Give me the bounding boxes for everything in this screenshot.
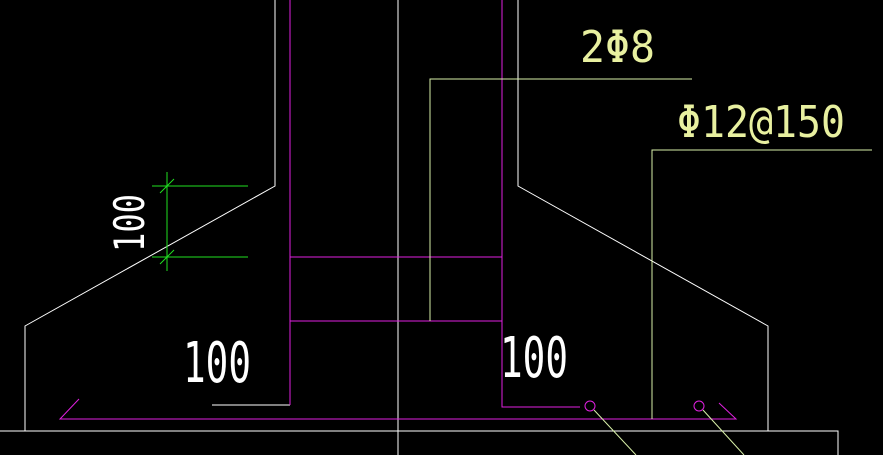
leader-lines: [429, 78, 872, 455]
rebar-group: [58, 0, 738, 420]
rebar-dot-1: [584, 400, 596, 412]
column-bar-right: [501, 0, 580, 408]
dimension-vertical: [152, 172, 248, 271]
rebar-dot-2: [693, 400, 705, 412]
dim-text-left-100: 100: [183, 331, 251, 396]
concrete-outline: [0, 0, 839, 455]
leader-phi12-150: [651, 149, 872, 419]
base-slab-outline: [0, 430, 839, 455]
label-2phi8: 2Φ8: [580, 22, 655, 73]
leader-2phi8: [429, 78, 692, 321]
footing-right-outline: [517, 0, 769, 431]
leader-dot-1: [593, 409, 637, 455]
dim-text-vertical-100: 100: [105, 194, 154, 252]
label-phi12-150: Φ12@150: [677, 97, 845, 148]
dim-tick-bottom: [159, 249, 175, 265]
bottom-mat-bar: [58, 398, 738, 420]
dim-text-right-100: 100: [500, 326, 568, 391]
dim-tick-top: [159, 178, 175, 194]
leader-dot-2: [702, 409, 745, 455]
footing-left-outline: [24, 0, 276, 431]
